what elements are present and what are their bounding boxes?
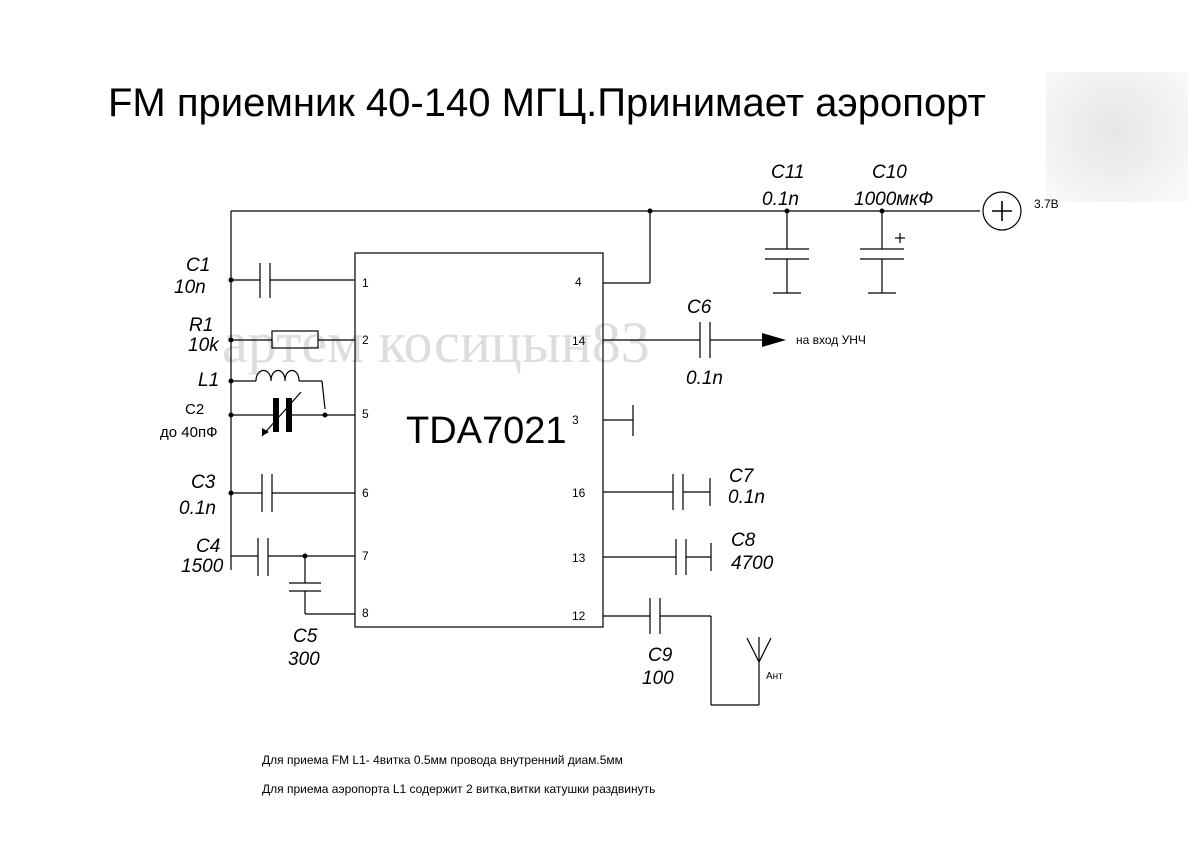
output-label: на вход УНЧ [796, 333, 866, 347]
c8-value: 4700 [731, 553, 774, 574]
capacitor-c10 [860, 211, 905, 294]
note-fm: Для приема FM L1- 4витка 0.5мм провода в… [262, 753, 623, 767]
power-label: 3.7В [1034, 197, 1059, 211]
c8-name: C8 [731, 530, 756, 551]
inductor-l1 [228, 369, 326, 410]
capacitor-c5 [289, 556, 355, 615]
c9-value: 100 [642, 668, 674, 689]
pin-2: 2 [362, 333, 369, 347]
capacitor-c4 [231, 538, 355, 576]
author-photo [1046, 72, 1188, 202]
pin-5: 5 [362, 407, 369, 421]
chip-label: TDA7021 [406, 410, 567, 452]
pin-12: 12 [572, 609, 586, 623]
capacitor-c11 [765, 211, 809, 294]
c5-value: 300 [288, 649, 320, 670]
c2-name: C2 [185, 401, 204, 418]
capacitor-c1 [228, 263, 355, 298]
c7-value: 0.1n [728, 487, 765, 508]
c10-name: C10 [872, 162, 907, 183]
variable-capacitor-c2 [228, 391, 355, 437]
c2-value: до 40пФ [160, 424, 217, 441]
c4-value: 1500 [181, 556, 224, 577]
c4-name: C4 [196, 536, 220, 557]
c10-value: 1000мкФ [854, 189, 933, 210]
resistor-r1 [228, 330, 355, 349]
pin-16: 16 [572, 486, 586, 500]
capacitor-c9 [603, 598, 760, 706]
antenna-label: Ант [766, 671, 783, 682]
c3-value: 0.1n [179, 498, 216, 519]
note-airport: Для приема аэропорта L1 содержит 2 витка… [262, 782, 655, 796]
page-title: FM приемник 40-140 МГЦ.Принимает аэропор… [108, 81, 986, 125]
c6-value: 0.1n [686, 368, 723, 389]
c5-name: C5 [293, 626, 318, 647]
antenna-icon [746, 637, 772, 663]
capacitor-c7 [603, 474, 711, 510]
pin-14: 14 [572, 334, 586, 348]
capacitor-c3 [228, 474, 355, 512]
l1-name: L1 [198, 370, 219, 391]
r1-value: 10k [188, 335, 220, 356]
capacitor-c8 [603, 539, 712, 575]
r1-name: R1 [189, 315, 213, 336]
pin3-ground [603, 405, 634, 436]
c11-name: C11 [771, 162, 804, 183]
c1-value: 10n [174, 277, 206, 298]
tda7021-chip: TDA7021 [354, 252, 604, 628]
c1-name: C1 [186, 255, 210, 276]
pin-13: 13 [572, 551, 586, 565]
supply-rail [230, 208, 980, 570]
pin-3: 3 [572, 413, 579, 427]
pin-4: 4 [575, 275, 582, 289]
pin-8: 8 [362, 606, 369, 620]
power-terminal [982, 191, 1022, 231]
pin-numbers: 1 2 5 6 7 8 4 14 3 16 13 12 [362, 275, 586, 623]
watermark-text: артем косицын83 [222, 310, 650, 375]
c9-name: C9 [648, 645, 673, 666]
c7-name: C7 [729, 466, 755, 487]
capacitor-c6 [603, 322, 786, 358]
c11-value: 0.1n [762, 189, 799, 210]
pin-1: 1 [362, 276, 369, 290]
c6-name: C6 [687, 297, 712, 318]
pin-7: 7 [362, 549, 369, 563]
c3-name: C3 [191, 472, 216, 493]
pin-6: 6 [362, 486, 369, 500]
